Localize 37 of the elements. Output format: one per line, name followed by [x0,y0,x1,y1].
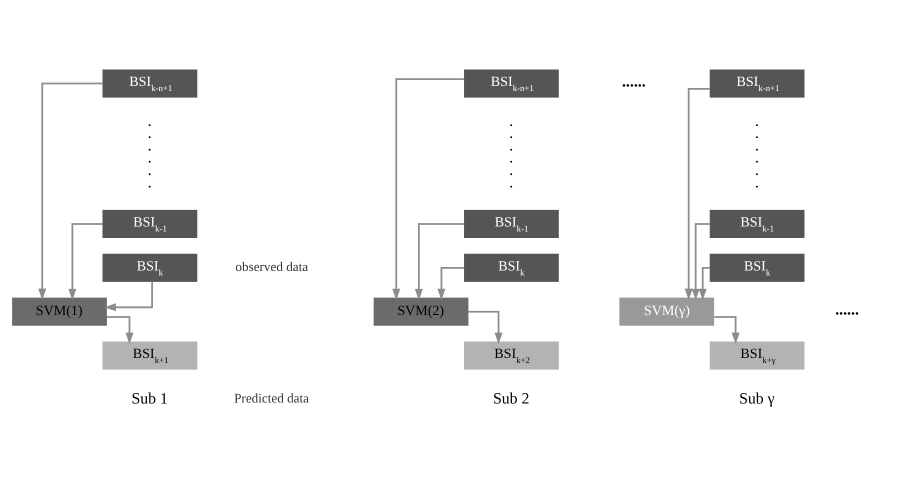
label: Sub 2 [492,390,530,408]
node-box: BSI$_{k-1}$ [102,210,198,238]
label: ...... [755,114,758,190]
node-box: BSI$_{k-1}$ [464,210,559,238]
arrow [714,316,740,344]
node-box: BSI$_{k}$ [464,254,559,282]
node-box: SVM(γ) [619,298,714,326]
label: ...... [510,114,513,190]
label: Predicted data [234,390,310,406]
label: ...... [835,302,859,319]
arrow [106,316,134,344]
arrow [392,78,464,300]
arrow [38,82,102,300]
node-box: BSI$_{k}$ [102,254,198,282]
node-box: BSI$_{k}$ [710,254,804,282]
label: observed data [235,258,308,274]
arrow [468,310,503,344]
arrow [692,223,710,300]
arrow [684,88,710,300]
node-box: SVM(1) [12,298,107,326]
label: ...... [622,74,646,91]
arrow [437,266,464,300]
node-box: BSI$_{k-1}$ [710,210,804,238]
arrow [104,282,153,312]
arrow [414,223,464,300]
arrow [68,223,102,300]
node-box: BSI$_{k+1}$ [102,342,198,370]
node-box: BSI$_{k+γ}$ [710,342,804,370]
node-box: BSI$_{k-n+1}$ [102,70,198,98]
arrow [698,266,710,300]
label: Sub 1 [131,390,168,408]
label: Sub γ [739,390,775,408]
node-box: BSI$_{k+2}$ [464,342,559,370]
label: ...... [148,114,152,190]
node-box: SVM(2) [374,298,468,326]
node-box: BSI$_{k-n+1}$ [710,70,804,98]
node-box: BSI$_{k-n+1}$ [464,70,559,98]
